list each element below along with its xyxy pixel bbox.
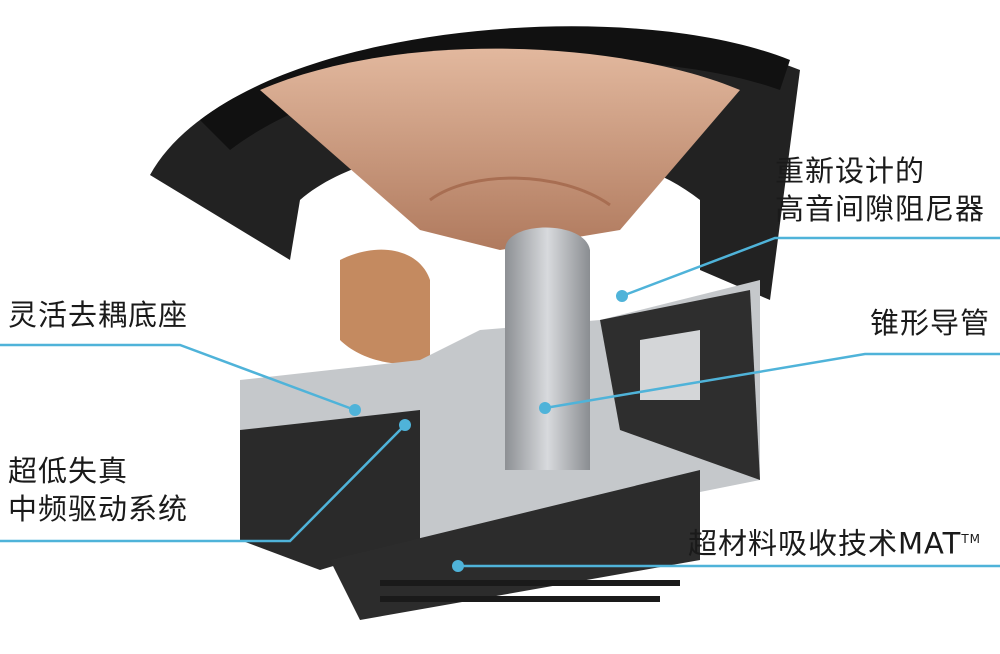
label-line: 高音间隙阻尼器 (775, 192, 986, 226)
surround-ring (200, 26, 790, 150)
label-midrange-drive: 超低失真 中频驱动系统 (8, 452, 188, 528)
midrange-coil (340, 249, 430, 364)
leader-tweeter-damper (621, 236, 1000, 298)
label-decoupling-base: 灵活去耦底座 (8, 296, 188, 334)
leader-midrange (0, 424, 406, 543)
phase-plug (505, 227, 590, 470)
label-line: 超材料吸收技术MAT (688, 526, 962, 561)
leader-lines (0, 236, 1000, 568)
label-line: 灵活去耦底座 (8, 298, 189, 332)
label-line: 超低失真 (8, 454, 129, 488)
cone (260, 48, 740, 251)
foam-left (240, 410, 420, 570)
trademark: TM (961, 532, 982, 546)
label-line: 锥形导管 (870, 306, 991, 340)
label-line: 中频驱动系统 (8, 492, 189, 526)
leader-decoupling-base (0, 343, 356, 412)
label-tweeter-damper: 重新设计的 高音间隙阻尼器 (775, 152, 985, 228)
label-line: 重新设计的 (775, 154, 926, 188)
label-mat: 超材料吸收技术MATTM (688, 520, 981, 563)
label-tapered-tube: 锥形导管 (870, 304, 990, 342)
leader-dots (349, 290, 628, 572)
leader-tapered-tube (544, 352, 1000, 410)
